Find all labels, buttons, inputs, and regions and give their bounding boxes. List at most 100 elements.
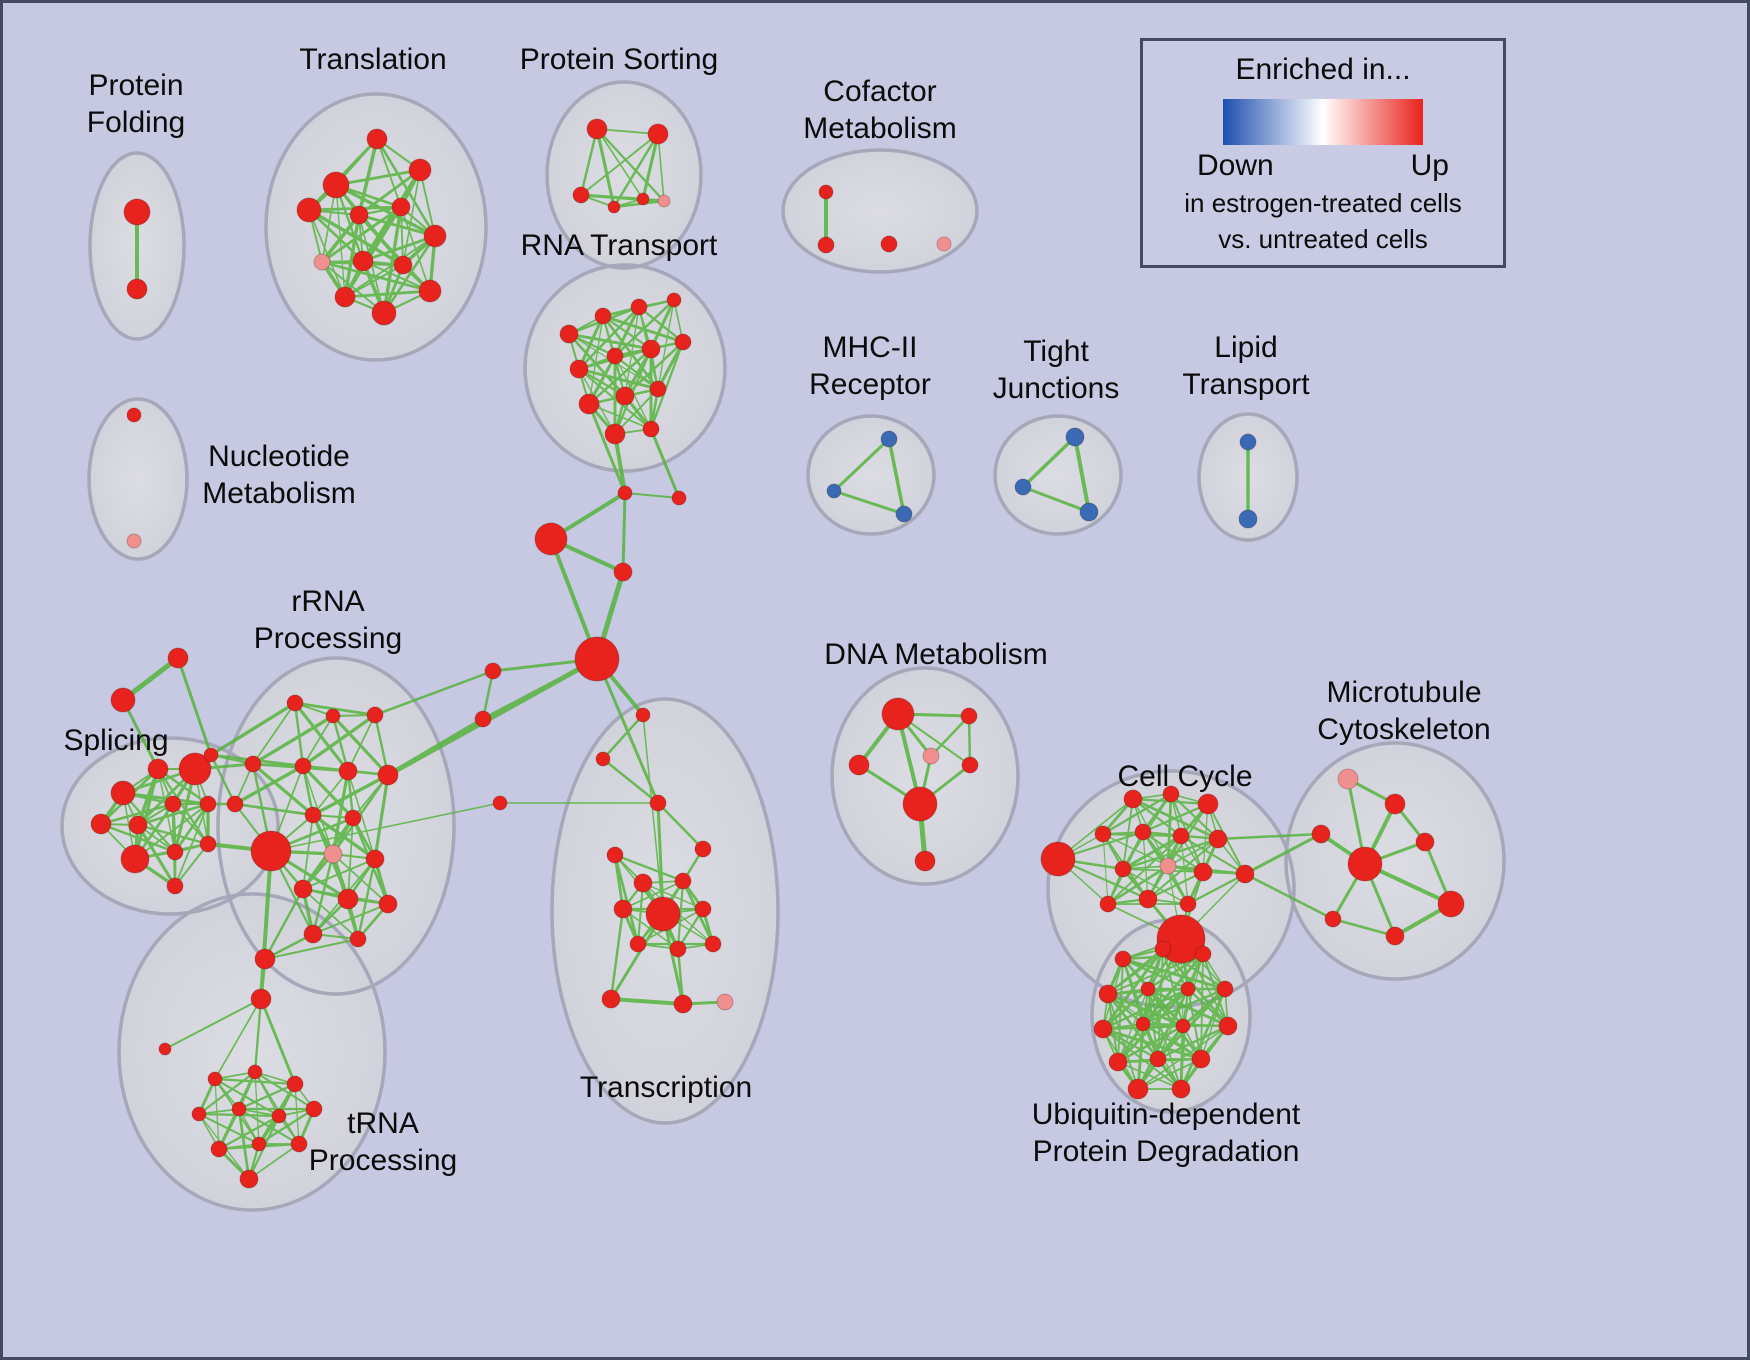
- node-m3: [1311, 824, 1331, 844]
- edge: [375, 137, 437, 238]
- cluster-ellipse-outline-tight-junctions: [993, 414, 1123, 536]
- node-m4: [1347, 846, 1383, 882]
- cluster-label-protein-sorting: Protein Sorting: [520, 43, 718, 76]
- node-ub15: [1127, 1078, 1149, 1100]
- edge: [382, 234, 437, 315]
- node-rr1: [286, 694, 304, 712]
- edge: [419, 169, 436, 237]
- edge: [1101, 987, 1190, 1031]
- edge: [1243, 832, 1323, 876]
- node-cn3: [534, 522, 568, 556]
- node-rr19: [349, 930, 367, 948]
- edge: [657, 133, 665, 202]
- node-m8: [1324, 910, 1342, 928]
- edge: [237, 1107, 301, 1146]
- node-s3: [178, 752, 212, 786]
- node-q1: [635, 707, 651, 723]
- edge: [373, 713, 390, 777]
- node-g2: [474, 710, 492, 728]
- edge: [596, 128, 659, 135]
- edge: [1101, 987, 1150, 1031]
- node-q6: [633, 873, 653, 893]
- edge: [312, 770, 349, 816]
- node-rr17: [378, 894, 398, 914]
- edge: [157, 768, 176, 853]
- edge: [613, 853, 685, 883]
- node-q9: [645, 896, 681, 932]
- edge: [343, 205, 403, 299]
- node-u2: [247, 1064, 263, 1080]
- node-cc5: [1134, 823, 1152, 841]
- edge: [1116, 1024, 1185, 1064]
- edge: [294, 1083, 300, 1145]
- edge: [373, 773, 390, 861]
- edge: [587, 402, 627, 495]
- node-ub6: [1180, 981, 1196, 997]
- edge: [1121, 957, 1227, 991]
- edge: [1146, 952, 1205, 991]
- node-cc7: [1208, 829, 1228, 849]
- edge: [134, 803, 209, 860]
- node-ub2: [1154, 940, 1172, 958]
- node-t11: [334, 286, 356, 308]
- node-rt3: [630, 298, 648, 316]
- edge: [595, 127, 616, 209]
- edge: [612, 199, 666, 209]
- edge: [577, 314, 605, 371]
- edge: [1117, 1061, 1182, 1090]
- node-rr20: [254, 948, 276, 970]
- node-u3: [286, 1075, 304, 1093]
- edge: [1169, 792, 1220, 841]
- edge: [967, 714, 972, 767]
- edge: [334, 183, 365, 263]
- edge: [362, 260, 431, 292]
- node-rr12: [344, 809, 362, 827]
- edge: [400, 206, 404, 266]
- node-cc4: [1094, 825, 1112, 843]
- edge: [1136, 987, 1190, 1091]
- edge: [614, 388, 659, 435]
- edge: [343, 263, 405, 299]
- cluster-label-cell-cycle: Cell Cycle: [1117, 760, 1252, 793]
- edge: [649, 298, 676, 351]
- edge: [1102, 833, 1109, 905]
- node-rr11: [304, 806, 322, 824]
- node-ps4: [607, 200, 621, 214]
- edge: [1186, 872, 1247, 906]
- node-rr3: [366, 706, 384, 724]
- edge: [1146, 870, 1205, 901]
- edge: [580, 133, 659, 196]
- node-s4: [90, 813, 112, 835]
- edge: [656, 340, 685, 391]
- edge: [259, 997, 297, 1086]
- node-ps6: [657, 194, 671, 208]
- node-d5: [961, 756, 979, 774]
- node-cc6: [1172, 827, 1190, 845]
- edge: [577, 305, 641, 371]
- node-x2: [110, 687, 136, 713]
- edge: [1101, 947, 1165, 1031]
- edge: [1121, 837, 1220, 871]
- node-q3: [649, 794, 667, 812]
- node-rt11: [649, 380, 667, 398]
- node-ps1: [586, 118, 608, 140]
- node-t10: [393, 255, 413, 275]
- node-rr5: [244, 755, 262, 773]
- node-m6: [1437, 890, 1465, 918]
- node-hub: [574, 636, 620, 682]
- node-u11: [239, 1169, 259, 1189]
- edge: [1216, 832, 1323, 841]
- node-pf2: [126, 278, 148, 300]
- node-t4: [296, 197, 322, 223]
- node-tj3: [1079, 502, 1099, 522]
- node-t5: [349, 205, 369, 225]
- cluster-ellipse-outline-microtubule-cytoskeleton: [1284, 741, 1506, 981]
- node-tj1: [1065, 427, 1085, 447]
- cluster-ellipse-outline-rna-transport: [523, 263, 727, 473]
- edge: [1106, 947, 1165, 996]
- node-d4: [922, 747, 940, 765]
